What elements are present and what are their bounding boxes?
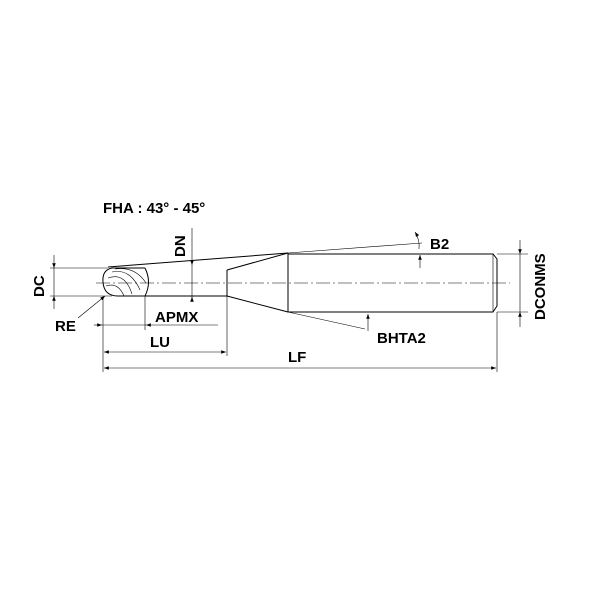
label-dconms: DCONMS [532, 253, 549, 320]
ball-head [102, 267, 145, 297]
flute-helix-angle-title: FHA : 43° - 45° [103, 200, 205, 217]
label-apmx: APMX [155, 309, 198, 326]
label-lf: LF [288, 349, 306, 366]
label-re: RE [55, 318, 76, 335]
label-dn: DN [172, 235, 189, 257]
label-b2: B2 [430, 236, 449, 253]
tool-outline [96, 252, 510, 313]
label-dc: DC [31, 275, 48, 297]
flutes [105, 268, 147, 297]
shank [287, 253, 498, 313]
label-bhta2: BHTA2 [377, 330, 426, 347]
label-lu: LU [150, 334, 170, 351]
dimensions [50, 228, 528, 372]
flute-end [144, 267, 149, 297]
